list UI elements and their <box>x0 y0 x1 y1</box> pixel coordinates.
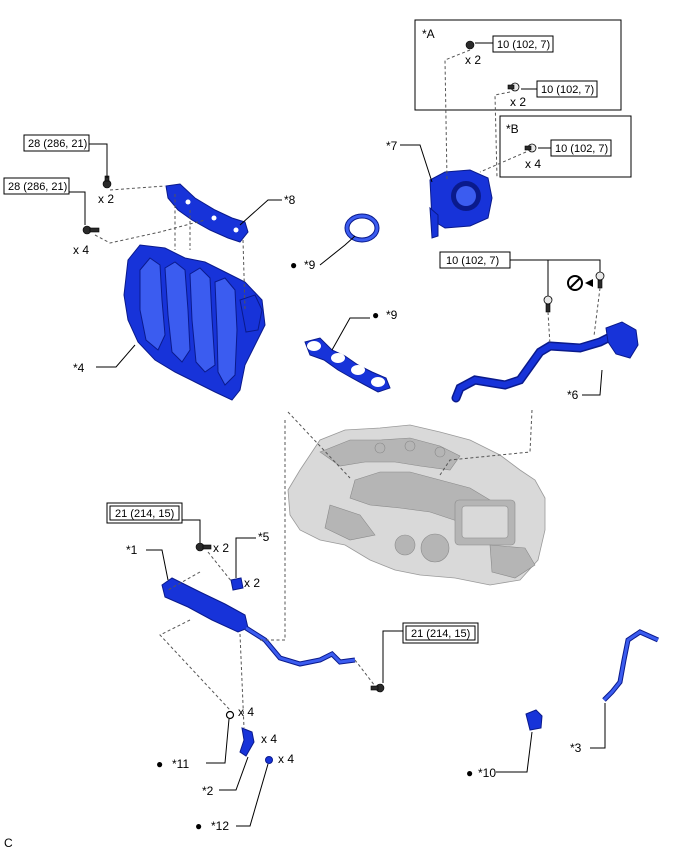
bolt-10-hose-1 <box>543 295 553 313</box>
callout-part-5: *5 <box>258 530 270 544</box>
torque-box-21-rail: 21 (214, 15) <box>106 502 183 524</box>
torque-value: 10 (102, 7) <box>541 84 594 96</box>
callout-part-8: *8 <box>284 193 296 207</box>
callout-part-10: *10 <box>478 766 496 780</box>
callout-part-1: *1 <box>126 543 138 557</box>
torque-value: 10 (102, 7) <box>497 39 550 51</box>
throttle-body-part <box>429 169 493 239</box>
connector-part-10 <box>525 709 543 731</box>
callout-part-3: *3 <box>570 741 582 755</box>
gasket-ring-part <box>344 213 380 243</box>
spacer-part-5 <box>230 577 244 591</box>
qty-label: x 4 <box>525 157 541 171</box>
qty-label: x 4 <box>73 243 89 257</box>
qty-label: x 2 <box>244 576 260 590</box>
callout-part-9b: *9 <box>386 308 398 322</box>
figure-code: C <box>4 836 13 850</box>
torque-value: 21 (214, 15) <box>115 508 174 520</box>
group-a-label: *A <box>422 27 435 41</box>
torque-box-28-b: 28 (286, 21) <box>3 177 70 195</box>
group-b-label: *B <box>506 122 519 136</box>
engine-block-illustration <box>287 424 546 586</box>
insulator-part-11 <box>225 710 235 720</box>
callout-part-2: *2 <box>202 784 214 798</box>
qty-label: x 4 <box>278 752 294 766</box>
callout-part-7: *7 <box>386 139 398 153</box>
no-reuse-symbol-icon <box>567 275 593 291</box>
qty-label: x 2 <box>510 95 526 109</box>
bullet-mark: ● <box>372 308 379 322</box>
torque-box-21-pipe: 21 (214, 15) <box>402 622 479 644</box>
bullet-mark: ● <box>466 766 473 780</box>
callout-part-12: *12 <box>211 819 229 833</box>
manifold-bracket-part <box>165 183 249 243</box>
qty-label: x 2 <box>213 541 229 555</box>
bullet-mark: ● <box>290 258 297 272</box>
torque-box-10-a1: 10 (102, 7) <box>492 35 554 53</box>
qty-label: x 2 <box>98 192 114 206</box>
torque-box-28-a: 28 (286, 21) <box>23 134 90 152</box>
bullet-mark: ● <box>156 757 163 771</box>
assembly-dashed-lines <box>94 49 601 729</box>
torque-box-10-a2: 10 (102, 7) <box>536 80 598 98</box>
torque-value: 21 (214, 15) <box>411 628 470 640</box>
bolt-10-a1 <box>465 40 475 50</box>
bolt-21-rail <box>195 542 212 552</box>
leader-lines <box>68 42 606 827</box>
bolt-10-b <box>524 143 537 153</box>
qty-label: x 4 <box>261 732 277 746</box>
callout-part-11: *11 <box>172 757 189 771</box>
torque-value: 28 (286, 21) <box>28 138 87 150</box>
oring-part-12 <box>265 756 273 764</box>
gasket-four-port-part <box>304 337 391 393</box>
injector-part-2 <box>239 727 255 757</box>
bolt-21-pipe <box>370 683 385 693</box>
bolt-10-hose-2 <box>595 271 605 289</box>
torque-value: 10 (102, 7) <box>446 255 499 267</box>
ventilation-hose-part <box>451 321 639 403</box>
bolt-28-stud <box>82 225 100 235</box>
torque-box-10-b: 10 (102, 7) <box>550 139 612 157</box>
callout-part-4: *4 <box>73 361 85 375</box>
fuel-pipe-part <box>602 629 660 702</box>
callout-part-6: *6 <box>567 388 579 402</box>
torque-value: 10 (102, 7) <box>555 143 608 155</box>
qty-label: x 2 <box>465 53 481 67</box>
qty-label: x 4 <box>238 705 254 719</box>
torque-value: 28 (286, 21) <box>8 181 67 193</box>
callout-part-9a: *9 <box>304 258 316 272</box>
fuel-rail-part <box>161 577 356 667</box>
intake-manifold-part <box>123 244 266 401</box>
torque-box-10-hose: 10 (102, 7) <box>439 251 511 269</box>
bullet-mark: ● <box>195 819 202 833</box>
bolt-10-a2 <box>507 82 520 92</box>
